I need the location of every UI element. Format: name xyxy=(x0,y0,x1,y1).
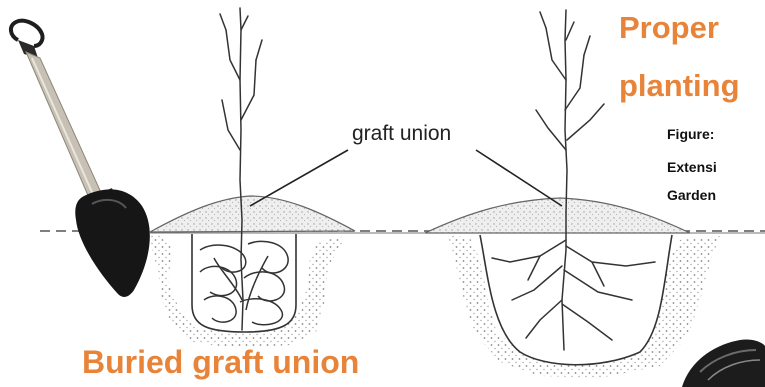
heading-proper: Proper xyxy=(619,12,719,43)
figure-credit-line-1: Figure: xyxy=(667,127,714,141)
leader-line-right xyxy=(476,150,562,206)
shovel-icon xyxy=(11,21,150,297)
soil-mound-left xyxy=(150,196,355,232)
leader-line-left xyxy=(250,150,348,206)
planting-hole-left xyxy=(192,234,296,332)
tree-sapling-right xyxy=(536,10,604,212)
figure-credit-line-2: Extensi xyxy=(667,160,717,174)
figure-credit-line-3: Garden xyxy=(667,188,716,202)
heading-buried-graft-union: Buried graft union xyxy=(82,346,359,378)
tool-corner-icon xyxy=(682,339,765,387)
heading-planting: planting xyxy=(619,70,740,101)
graft-union-label: graft union xyxy=(352,122,451,145)
